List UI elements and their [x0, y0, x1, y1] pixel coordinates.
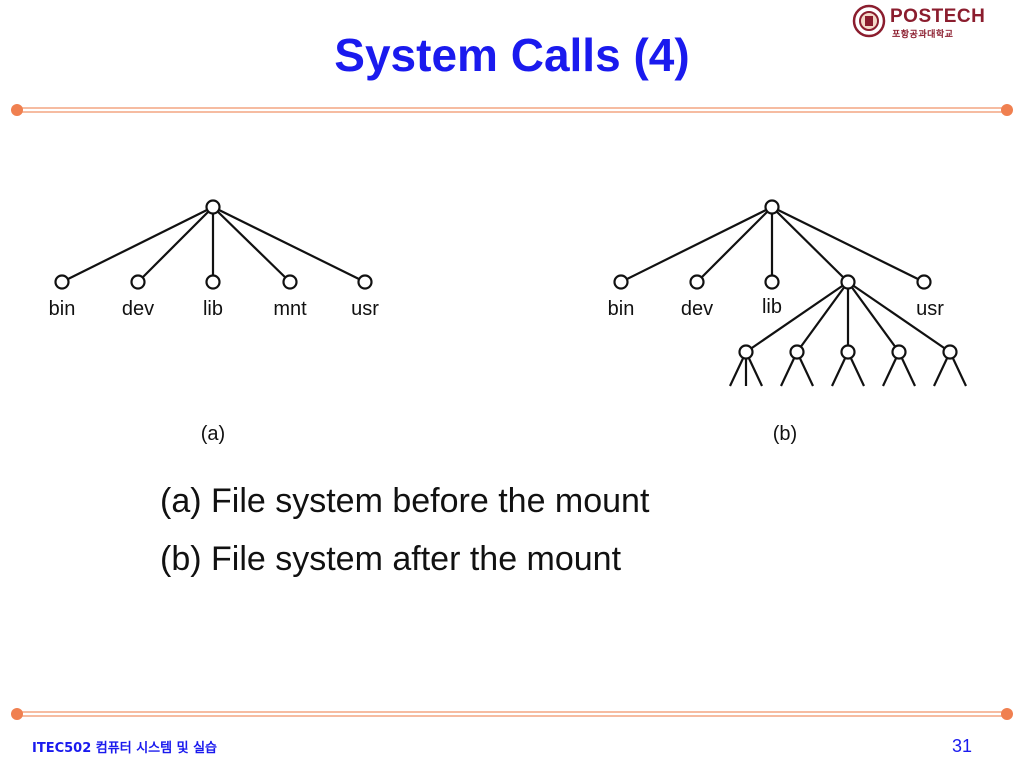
tree-b-node-bin — [613, 274, 629, 290]
tree-b-label-bin: bin — [608, 298, 635, 320]
tree-b-label-lib: lib — [762, 296, 782, 318]
tree-a-node-lib — [205, 274, 221, 290]
tree-b-node-lib — [764, 274, 780, 290]
file-system-diagram: bin dev lib mnt usr (a) — [49, 199, 967, 445]
caption-after-mount: (b) File system after the mount — [160, 540, 622, 578]
tree-b-mounted-child-node — [840, 344, 856, 360]
tree-a-label-usr: usr — [351, 298, 379, 320]
tree-a-label-dev: dev — [122, 298, 154, 320]
tree-b-root-node — [764, 199, 780, 215]
tree-b: bin dev lib usr (b) — [608, 199, 967, 445]
tree-a-label-mnt: mnt — [273, 298, 307, 320]
tree-b-label-dev: dev — [681, 298, 713, 320]
tree-b-mounted-child-node — [942, 344, 958, 360]
footer-course-name: ITEC502 컴퓨터 시스템 및 실습 — [32, 741, 218, 756]
tree-b-label-usr: usr — [916, 298, 944, 320]
postech-logo: POSTECH 포항공과대학교 — [852, 4, 988, 40]
tree-b-mounted-child-node — [738, 344, 754, 360]
tree-a-label-bin: bin — [49, 298, 76, 320]
top-divider — [11, 104, 1013, 116]
tree-b-node-dev — [689, 274, 705, 290]
postech-emblem-icon — [852, 4, 886, 38]
tree-a-node-mnt — [282, 274, 298, 290]
caption-before-mount: (a) File system before the mount — [160, 482, 650, 520]
tree-b-caption: (b) — [773, 423, 797, 445]
tree-b-mounted-child-node — [789, 344, 805, 360]
tree-a-node-bin — [54, 274, 70, 290]
logo-wordmark: POSTECH — [890, 6, 986, 27]
tree-b-mounted-child-node — [891, 344, 907, 360]
logo-subtitle: 포항공과대학교 — [892, 30, 954, 40]
tree-a-node-usr — [357, 274, 373, 290]
tree-a: bin dev lib mnt usr (a) — [49, 199, 379, 445]
tree-a-node-dev — [130, 274, 146, 290]
slide-title: System Calls (4) — [334, 29, 690, 81]
tree-b-node-usr — [916, 274, 932, 290]
footer-page-number: 31 — [951, 736, 972, 756]
bottom-divider — [11, 708, 1013, 720]
tree-a-label-lib: lib — [203, 298, 223, 320]
tree-a-root-node — [205, 199, 221, 215]
tree-b-mount-node — [840, 274, 856, 290]
tree-a-caption: (a) — [201, 423, 225, 445]
